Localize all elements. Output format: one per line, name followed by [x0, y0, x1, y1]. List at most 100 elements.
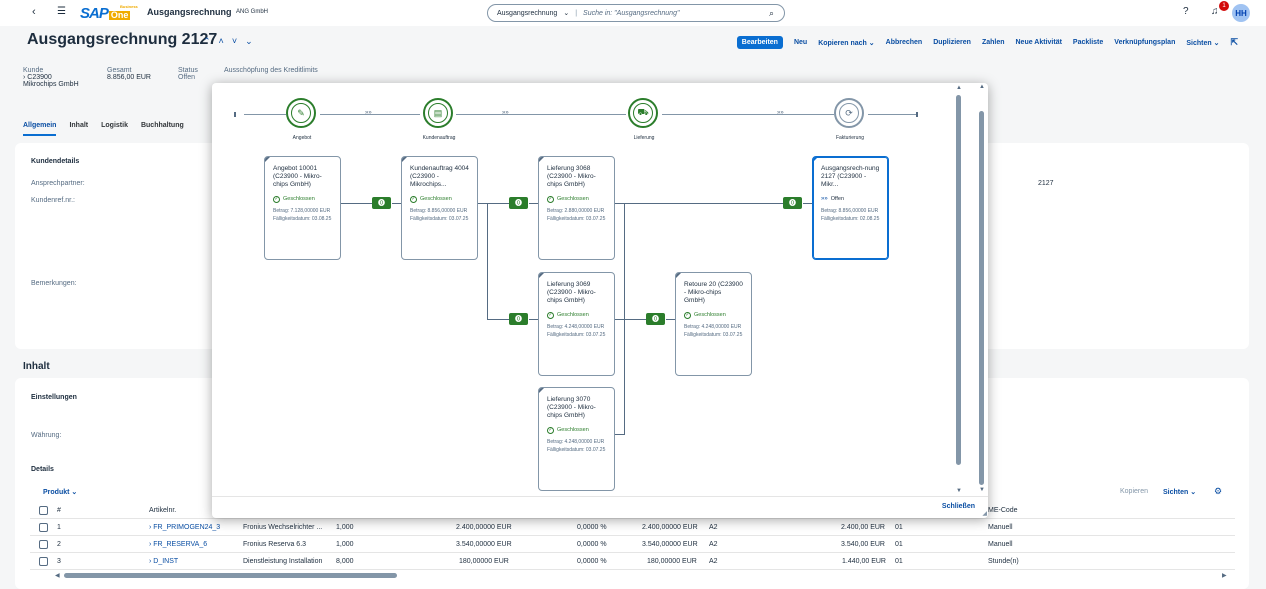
column-header-uom: ME-Code: [988, 507, 1018, 514]
currency-label: Währung:: [31, 432, 62, 439]
table-views-button[interactable]: Sichten ⌄: [1163, 489, 1197, 496]
node-amount: Betrag: 4.248,00000 EUR: [547, 324, 605, 330]
document-node-delivery-3068[interactable]: Lieferung 3068 (C23900 - Mikro-chips Gmb…: [538, 156, 615, 260]
help-icon[interactable]: ?: [1183, 6, 1189, 17]
document-node-quotation[interactable]: Angebot 10001 (C23900 - Mikro-chips GmbH…: [264, 156, 341, 260]
views-button[interactable]: Sichten ⌄: [1186, 39, 1220, 47]
remarks-label: Bemerkungen:: [31, 280, 77, 287]
row-checkbox[interactable]: [39, 540, 48, 549]
horizontal-scrollbar[interactable]: [64, 573, 397, 578]
scroll-down-icon[interactable]: ▼: [979, 487, 985, 493]
relationship-map-button[interactable]: Verknüpfungsplan: [1114, 39, 1176, 46]
item-price: 3.540,00000 EUR: [456, 541, 512, 548]
total-value: 8.856,00 EUR: [107, 74, 151, 81]
vertical-scrollbar[interactable]: [956, 95, 961, 465]
menu-icon[interactable]: ☰: [57, 6, 66, 17]
scroll-down-icon[interactable]: ▼: [956, 488, 962, 494]
search-scope[interactable]: Ausgangsrechnung: [497, 9, 558, 17]
collapse-icon[interactable]: ⌃: [203, 36, 211, 46]
scroll-left-icon[interactable]: ◀: [55, 573, 60, 579]
bell-icon[interactable]: ♫: [1211, 6, 1219, 17]
company-name: ANG GmbH: [236, 9, 269, 15]
node-title: Ausgangsrech-nung 2127 (C23900 - Mikr...: [821, 165, 880, 188]
table-row[interactable]: 2 › FR_RESERVA_6 Fronius Reserva 6.3 1,0…: [30, 536, 1235, 553]
item-link[interactable]: › FR_RESERVA_6: [149, 541, 208, 548]
duplicate-button[interactable]: Duplizieren: [933, 39, 971, 46]
chevron-down-icon[interactable]: ⌄: [563, 10, 570, 17]
stage-sales-order[interactable]: ▤: [423, 98, 453, 128]
row-checkbox[interactable]: [39, 523, 48, 532]
resize-handle-icon[interactable]: ◢: [982, 511, 987, 517]
table-row[interactable]: 1 › FR_PRIMOGEN24_3 Fronius Wechselricht…: [30, 519, 1235, 536]
back-chevron-icon[interactable]: ‹: [32, 6, 36, 18]
scroll-up-icon[interactable]: ▲: [956, 85, 962, 91]
node-due-date: Fälligkeitsdatum: 03.07.25: [684, 332, 743, 338]
table-row[interactable]: 3 › D_INST Dienstleistung Installation 8…: [30, 553, 1235, 570]
edit-button[interactable]: Bearbeiten: [736, 36, 783, 49]
sap-logo[interactable]: SAP One Business: [80, 4, 138, 22]
column-header-number: #: [57, 507, 61, 514]
item-discount: 0,0000 %: [577, 558, 607, 565]
expand-icon[interactable]: ⌄: [245, 36, 253, 46]
flow-connector-icon[interactable]: ⓿: [783, 197, 802, 209]
document-node-invoice[interactable]: Ausgangsrech-nung 2127 (C23900 - Mikr...…: [812, 156, 889, 260]
packing-list-button[interactable]: Packliste: [1072, 39, 1104, 46]
customer-code-link[interactable]: › C23900: [23, 74, 52, 81]
header-nav: ⌃ ˄ ˅ ⌄: [203, 36, 253, 47]
node-corner: [402, 157, 408, 163]
search-icon[interactable]: ⌕: [768, 7, 774, 18]
tab-general[interactable]: Allgemein: [23, 122, 57, 136]
search-input[interactable]: Suche in: "Ausgangsrechnung": [583, 9, 680, 17]
document-node-sales-order[interactable]: Kundenauftrag 4004 (C23900 - Mikrochips.…: [401, 156, 478, 260]
flow-line: [529, 319, 538, 320]
cancel-button[interactable]: Abbrechen: [885, 39, 923, 46]
stage-delivery[interactable]: ⛟: [628, 98, 658, 128]
product-tab[interactable]: Produkt ⌄: [43, 489, 78, 496]
scroll-up-icon[interactable]: ▲: [979, 84, 985, 90]
settings-gear-icon[interactable]: ⚙: [1214, 486, 1223, 496]
document-node-delivery-3070[interactable]: Lieferung 3070 (C23900 - Mikro-chips Gmb…: [538, 387, 615, 491]
item-link[interactable]: › FR_PRIMOGEN24_3: [149, 524, 221, 531]
document-node-return[interactable]: Retoure 20 (C23900 - Mikro-chips GmbH) ✓…: [675, 272, 752, 376]
scroll-right-icon[interactable]: ▶: [1222, 573, 1227, 579]
chevron-up-icon[interactable]: ˄: [218, 36, 224, 46]
flow-connector-icon[interactable]: ⓿: [372, 197, 391, 209]
tab-accounting[interactable]: Buchhaltung: [140, 122, 184, 129]
node-title: Retoure 20 (C23900 - Mikro-chips GmbH): [684, 281, 743, 304]
node-corner: [676, 273, 682, 279]
item-price: 2.400,00000 EUR: [456, 524, 512, 531]
header-actions: Bearbeiten Neu Kopieren nach ⌄ Abbrechen…: [736, 36, 1238, 49]
flow-connector-icon[interactable]: ⓿: [509, 197, 528, 209]
item-total: 3.540,00 EUR: [841, 541, 885, 548]
node-due-date: Fälligkeitsdatum: 03.07.25: [410, 216, 469, 222]
tab-bar: Allgemein Inhalt Logistik Buchhaltung: [23, 122, 184, 136]
chevron-down-icon[interactable]: ˅: [231, 36, 238, 46]
customer-label: Kunde: [23, 67, 44, 74]
share-icon[interactable]: ⇱: [1230, 37, 1238, 47]
node-status: ✓Geschlossen: [410, 195, 469, 203]
copy-button[interactable]: Kopieren: [1120, 488, 1149, 495]
row-checkbox[interactable]: [39, 557, 48, 566]
outer-vertical-scrollbar[interactable]: [979, 111, 984, 485]
timeline-start: [234, 112, 236, 117]
node-amount: Betrag: 7.128,00000 EUR: [273, 208, 331, 214]
item-link[interactable]: › D_INST: [149, 558, 179, 565]
new-activity-button[interactable]: Neue Aktivität: [1015, 39, 1062, 46]
tab-content[interactable]: Inhalt: [69, 122, 89, 129]
tab-logistics[interactable]: Logistik: [101, 122, 128, 129]
stage-quotation[interactable]: ✎: [286, 98, 316, 128]
close-button[interactable]: Schließen: [941, 503, 975, 510]
copy-to-button[interactable]: Kopieren nach ⌄: [818, 39, 875, 47]
stage-billing[interactable]: ⟳: [834, 98, 864, 128]
new-button[interactable]: Neu: [793, 39, 808, 46]
dialog-footer: Schließen ◢: [212, 496, 988, 518]
document-node-delivery-3069[interactable]: Lieferung 3069 (C23900 - Mikro-chips Gmb…: [538, 272, 615, 376]
app-title: Ausgangsrechnung: [147, 7, 232, 17]
flow-connector-icon[interactable]: ⓿: [646, 313, 665, 325]
avatar[interactable]: HH: [1232, 4, 1250, 22]
select-all-checkbox[interactable]: [39, 506, 48, 515]
flow-connector-icon[interactable]: ⓿: [509, 313, 528, 325]
pay-button[interactable]: Zahlen: [981, 39, 1005, 46]
search-bar[interactable]: Ausgangsrechnung ⌄ | Suche in: "Ausgangs…: [487, 4, 785, 22]
item-discount: 0,0000 %: [577, 524, 607, 531]
